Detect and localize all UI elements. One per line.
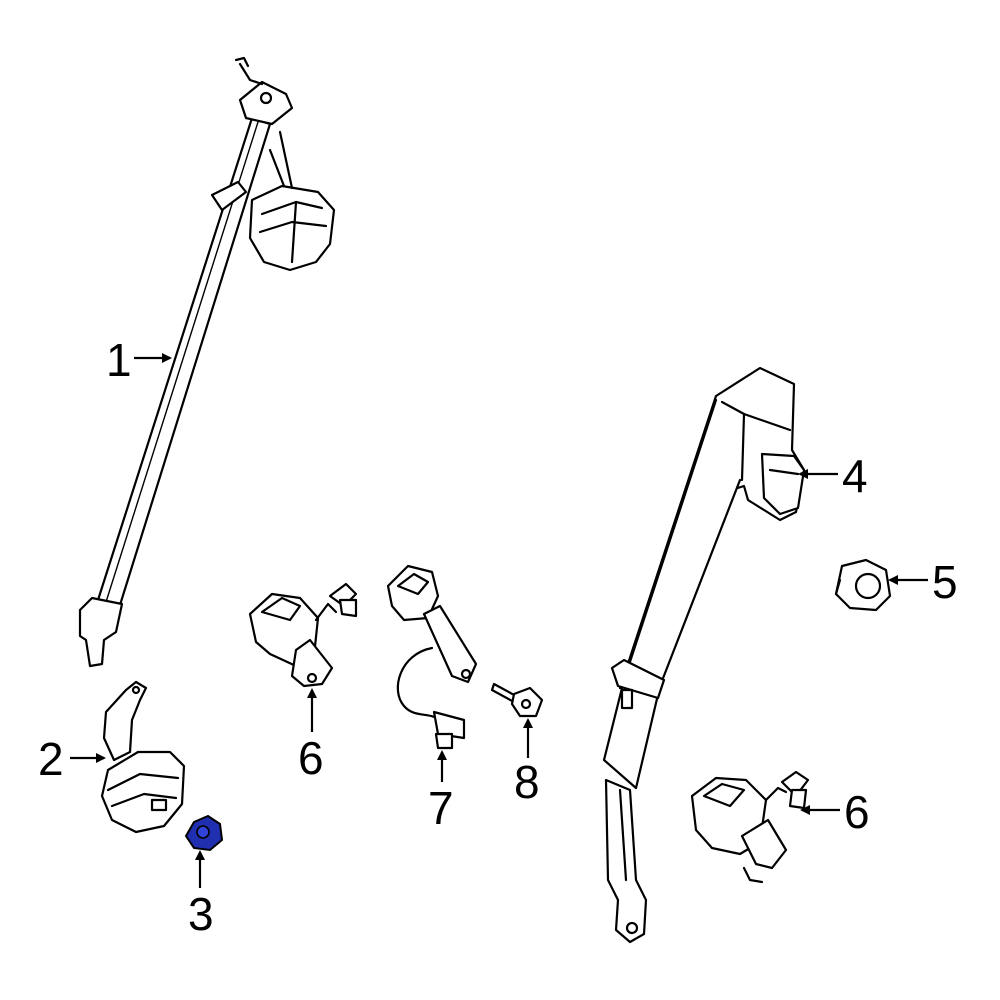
part-7-cable <box>396 646 442 722</box>
part-3-nut-hole <box>196 825 210 839</box>
part-4-lower-anchor <box>604 778 648 944</box>
part-4-belt-guide <box>610 658 666 700</box>
part-4-belt-strap <box>602 398 742 790</box>
callout-5: 5 <box>932 556 958 608</box>
part-6-left-anchor <box>290 638 334 688</box>
callout-3: 3 <box>188 888 214 940</box>
part-6-left-wire <box>314 602 338 622</box>
part-2-housing <box>100 750 186 834</box>
part-4-housing-edge-2 <box>742 412 792 432</box>
part-6-right-buckle-slot <box>702 782 746 808</box>
part-1-anchor-pin-tip <box>234 56 250 68</box>
part-6-left-connector-2 <box>338 598 358 618</box>
part-5-nut[interactable] <box>834 558 892 612</box>
part-7-connector-plug <box>434 732 454 750</box>
part-1-seat-belt-assembly[interactable] <box>78 56 336 668</box>
part-6-right-anchor <box>740 818 788 870</box>
part-1-belt-guide <box>210 180 248 212</box>
callout-6-left: 6 <box>298 732 324 784</box>
part-7-stalk-hole <box>460 668 472 680</box>
part-2-retractor[interactable] <box>100 680 186 834</box>
part-7-buckle-stalk <box>422 604 478 684</box>
part-7-buckle-slot <box>396 572 430 596</box>
part-4-spool-line <box>768 468 800 476</box>
part-2-label <box>150 798 168 812</box>
part-6-buckle-right[interactable] <box>690 770 810 884</box>
part-7-connector <box>432 710 466 740</box>
part-2-bracket <box>102 680 148 762</box>
part-6-right-connector-2 <box>788 788 808 810</box>
part-3-nut[interactable] <box>184 814 224 852</box>
part-6-left-buckle-slot <box>260 596 302 622</box>
part-4-guide-slot <box>620 688 634 710</box>
part-4-retractor-spool <box>760 452 806 516</box>
callout-4: 4 <box>842 450 868 502</box>
callout-1: 1 <box>106 334 132 386</box>
part-8-bolt-center <box>520 698 532 710</box>
part-6-right-wire <box>764 786 788 802</box>
part-1-lower-plate <box>78 596 124 668</box>
part-4-anchor-hole <box>625 921 639 935</box>
callout-6-right: 6 <box>844 786 870 838</box>
part-2-housing-seam-2 <box>110 792 178 808</box>
part-1-anchor-pin <box>238 62 264 86</box>
part-2-bracket-hole <box>131 685 141 695</box>
part-5-nut-edge <box>834 578 842 596</box>
part-7-buckle-cable[interactable] <box>386 564 478 750</box>
part-6-right-pin <box>742 866 764 884</box>
part-1-anchor-hole <box>259 91 273 105</box>
callout-2: 2 <box>38 733 64 785</box>
part-8-bolt[interactable] <box>490 682 544 718</box>
part-2-housing-seam <box>106 772 180 792</box>
part-5-nut-face <box>854 572 882 600</box>
part-1-retractor <box>248 130 336 272</box>
part-6-left-anchor-hole <box>306 672 318 684</box>
callout-7: 7 <box>428 782 454 834</box>
part-6-buckle-left[interactable] <box>248 582 358 688</box>
part-4-anchor-edge <box>618 788 628 882</box>
part-4-seat-belt-assembly[interactable] <box>602 366 806 944</box>
callout-8: 8 <box>514 756 540 808</box>
